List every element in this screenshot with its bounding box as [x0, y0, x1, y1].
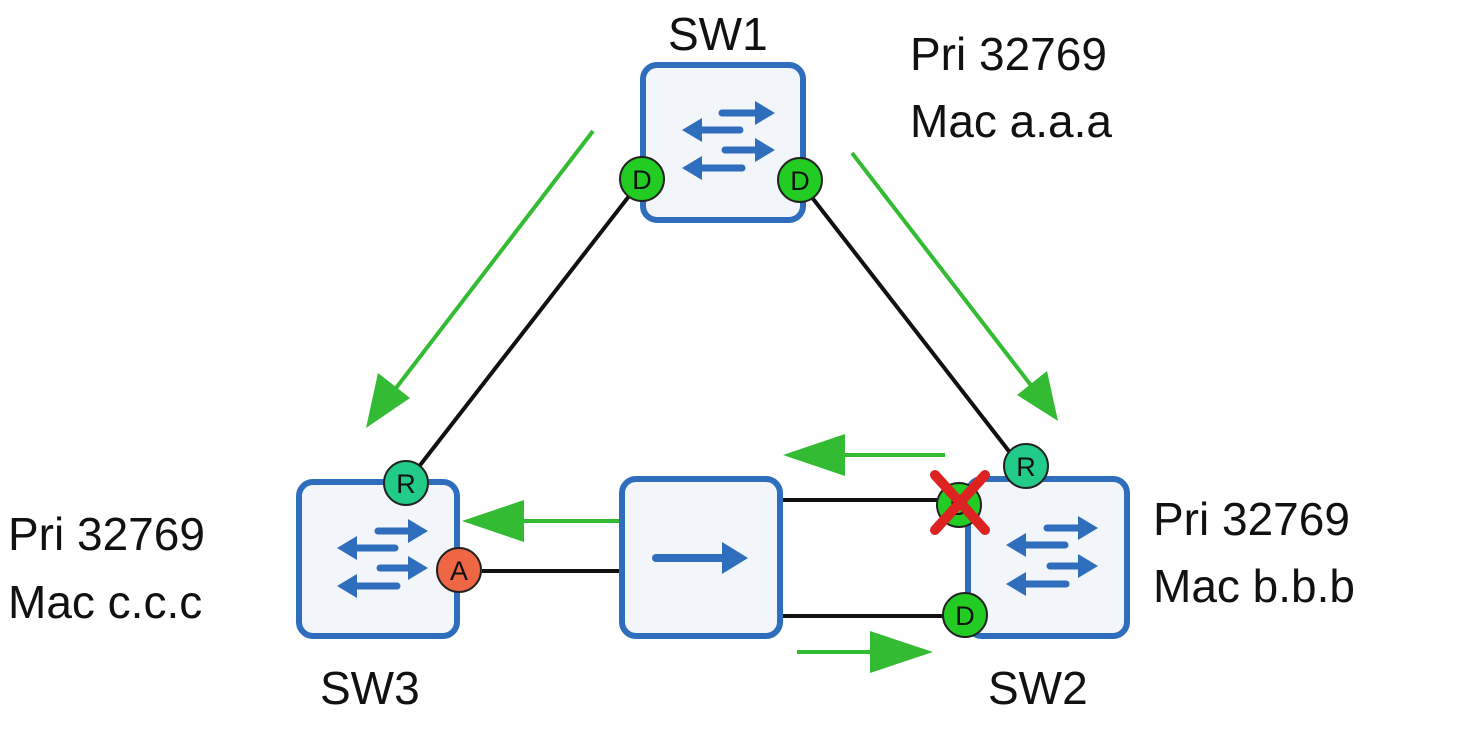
port-sw1-left[interactable]: D	[619, 156, 665, 202]
sw1-priority: Pri 32769	[910, 28, 1107, 80]
port-role-label: R	[396, 469, 416, 499]
hub-device[interactable]	[619, 476, 783, 639]
bpdu-arrowhead-sw1-to-sw2	[1017, 371, 1058, 421]
switch-sw1[interactable]	[640, 62, 806, 223]
sw3-priority: Pri 32769	[8, 508, 205, 560]
port-sw2-bottom[interactable]: D	[942, 592, 988, 638]
switch-sw2[interactable]	[965, 476, 1130, 639]
port-role-label: D	[790, 166, 810, 196]
link-sw1-sw3	[405, 180, 642, 484]
bpdu-arrowhead-hub-to-sw2	[870, 631, 933, 673]
sw2-priority: Pri 32769	[1153, 493, 1350, 545]
bpdu-arrow-sw1-to-sw2	[850, 151, 1052, 412]
port-sw2-top[interactable]: R	[1003, 443, 1049, 489]
sw2-name-label: SW2	[988, 662, 1088, 714]
sw2-mac: Mac b.b.b	[1153, 560, 1355, 612]
port-role-label: D	[632, 165, 652, 195]
blocked-x-icon	[930, 470, 990, 535]
switch-icon	[682, 101, 775, 180]
sw1-name-label: SW1	[668, 8, 768, 60]
port-sw3-right[interactable]: A	[436, 547, 482, 593]
bpdu-arrow-sw1-to-sw3	[368, 129, 595, 424]
port-role-label: A	[450, 556, 468, 586]
sw3-name-label: SW3	[320, 662, 420, 714]
port-role-label: R	[1016, 452, 1036, 482]
sw3-mac: Mac c.c.c	[8, 576, 203, 628]
port-sw3-top[interactable]: R	[383, 460, 429, 506]
bpdu-arrowhead-sw1-to-sw3	[366, 373, 410, 428]
switch-icon	[1006, 516, 1098, 596]
port-sw1-right[interactable]: D	[777, 157, 823, 203]
link-sw1-sw2	[798, 180, 1024, 470]
bpdu-arrowhead-sw2-to-hub	[783, 434, 845, 476]
sw1-mac: Mac a.a.a	[910, 95, 1112, 147]
arrow-right-icon	[652, 542, 748, 574]
switch-icon	[337, 519, 428, 598]
bpdu-arrowhead-hub-to-sw3	[462, 500, 524, 542]
switch-sw3[interactable]	[296, 479, 460, 639]
port-role-label: D	[955, 601, 975, 631]
